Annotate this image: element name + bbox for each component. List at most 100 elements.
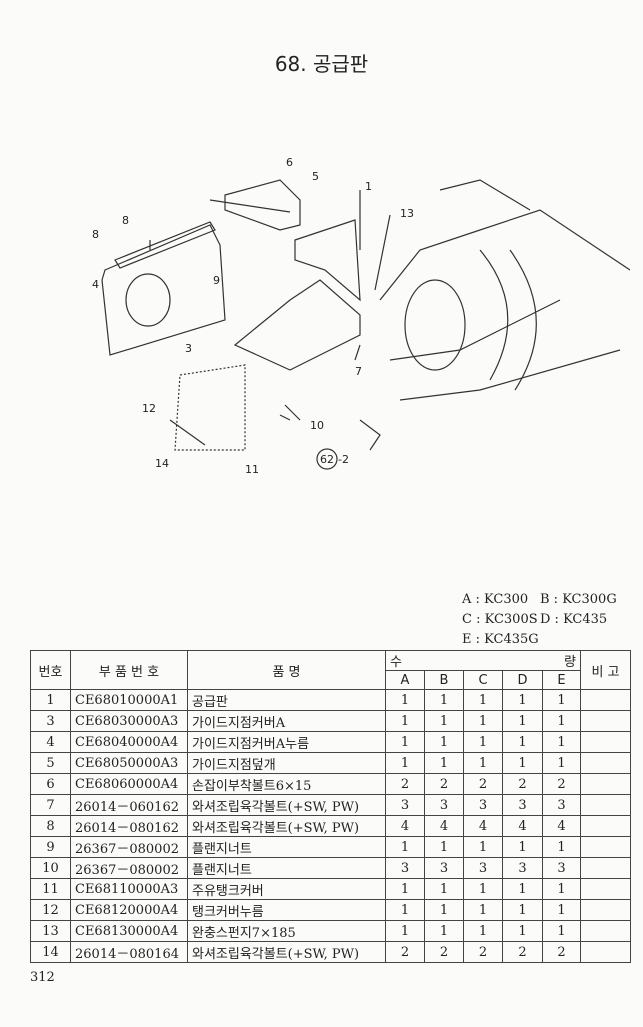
cell-remark xyxy=(580,752,631,774)
cell-remark xyxy=(580,710,631,732)
cell-qty-a: 1 xyxy=(385,752,425,774)
legend-e: E : KC435G xyxy=(462,632,539,647)
cell-qty-e: 1 xyxy=(542,899,581,921)
header-model-a: A xyxy=(385,670,425,690)
cell-name: 와셔조립육각볼트(+SW, PW) xyxy=(187,815,386,837)
cell-name: 가이드지점커버A xyxy=(187,710,386,732)
cell-qty-e: 1 xyxy=(542,731,581,753)
cell-part-no: 26367－080002 xyxy=(70,857,188,879)
cell-no: 4 xyxy=(30,731,71,753)
cell-qty-c: 1 xyxy=(463,752,503,774)
legend-d: D : KC435 xyxy=(540,612,608,627)
cell-qty-a: 1 xyxy=(385,689,425,711)
cell-qty-e: 1 xyxy=(542,878,581,900)
cell-qty-d: 2 xyxy=(502,941,543,963)
cell-part-no: CE68040000A4 xyxy=(70,731,188,753)
callout-5: 5 xyxy=(312,170,319,183)
callout-ref-suffix: -2 xyxy=(338,453,349,466)
cell-qty-b: 3 xyxy=(424,857,464,879)
cell-no: 14 xyxy=(30,941,71,963)
cell-qty-d: 1 xyxy=(502,689,543,711)
cell-qty-e: 1 xyxy=(542,710,581,732)
cell-qty-d: 4 xyxy=(502,815,543,837)
cell-part-no: 26014－080164 xyxy=(70,941,188,963)
cell-qty-d: 2 xyxy=(502,773,543,795)
callout-ref-62: 62 xyxy=(320,453,334,466)
cell-remark xyxy=(580,689,631,711)
header-remark: 비 고 xyxy=(580,650,631,690)
cell-name: 완충스펀지7×185 xyxy=(187,920,386,942)
cell-part-no: CE68130000A4 xyxy=(70,920,188,942)
cell-qty-c: 1 xyxy=(463,836,503,858)
cell-qty-b: 1 xyxy=(424,920,464,942)
cell-remark xyxy=(580,836,631,858)
cell-qty-a: 3 xyxy=(385,857,425,879)
callout-11: 11 xyxy=(245,463,259,476)
cell-qty-d: 1 xyxy=(502,878,543,900)
header-qty-right: 량 xyxy=(564,655,576,670)
cell-qty-b: 1 xyxy=(424,899,464,921)
cell-qty-a: 2 xyxy=(385,941,425,963)
part-feed-plate-1 xyxy=(233,279,361,371)
cell-remark xyxy=(580,857,631,879)
cell-qty-b: 1 xyxy=(424,878,464,900)
cell-qty-a: 1 xyxy=(385,731,425,753)
cell-qty-c: 4 xyxy=(463,815,503,837)
cell-no: 10 xyxy=(30,857,71,879)
cell-part-no: 26014－060162 xyxy=(70,794,188,816)
cell-no: 8 xyxy=(30,815,71,837)
cell-name: 와셔조립육각볼트(+SW, PW) xyxy=(187,941,386,963)
cell-name: 주유탱크커버 xyxy=(187,878,386,900)
cell-qty-d: 3 xyxy=(502,857,543,879)
cell-remark xyxy=(580,794,631,816)
cell-no: 11 xyxy=(30,878,71,900)
cell-qty-d: 1 xyxy=(502,920,543,942)
cell-no: 5 xyxy=(30,752,71,774)
cell-qty-b: 1 xyxy=(424,731,464,753)
cell-name: 공급판 xyxy=(187,689,386,711)
header-name: 품 명 xyxy=(187,650,386,690)
cell-name: 플랜지너트 xyxy=(187,857,386,879)
cell-part-no: CE68010000A1 xyxy=(70,689,188,711)
cell-part-no: CE68060000A4 xyxy=(70,773,188,795)
cell-qty-a: 1 xyxy=(385,920,425,942)
legend-a: A : KC300 xyxy=(462,592,529,607)
cell-remark xyxy=(580,815,631,837)
cell-qty-c: 2 xyxy=(463,773,503,795)
cell-qty-e: 1 xyxy=(542,920,581,942)
cell-remark xyxy=(580,773,631,795)
cell-qty-a: 1 xyxy=(385,710,425,732)
cell-qty-b: 1 xyxy=(424,836,464,858)
legend-c: C : KC300S xyxy=(462,612,538,627)
part-cover-3 xyxy=(101,224,226,356)
cell-qty-c: 1 xyxy=(463,878,503,900)
cell-name: 가이드지점덮개 xyxy=(187,752,386,774)
cell-qty-b: 1 xyxy=(424,752,464,774)
header-part-no: 부 품 번 호 xyxy=(70,650,188,690)
cell-qty-c: 2 xyxy=(463,941,503,963)
cell-qty-d: 1 xyxy=(502,836,543,858)
cell-part-no: 26014－080162 xyxy=(70,815,188,837)
cell-qty-b: 2 xyxy=(424,773,464,795)
header-model-d: D xyxy=(502,670,543,690)
cell-qty-e: 4 xyxy=(542,815,581,837)
cell-qty-c: 3 xyxy=(463,857,503,879)
cell-remark xyxy=(580,941,631,963)
cell-part-no: CE68050000A3 xyxy=(70,752,188,774)
cell-qty-a: 2 xyxy=(385,773,425,795)
header-model-b: B xyxy=(424,670,464,690)
cell-qty-c: 1 xyxy=(463,899,503,921)
page-number: 312 xyxy=(30,970,55,985)
cell-qty-b: 1 xyxy=(424,689,464,711)
cell-qty-c: 1 xyxy=(463,710,503,732)
cell-name: 손잡이부착볼트6×15 xyxy=(187,773,386,795)
header-qty-left: 수 xyxy=(390,655,402,670)
cell-qty-d: 1 xyxy=(502,752,543,774)
